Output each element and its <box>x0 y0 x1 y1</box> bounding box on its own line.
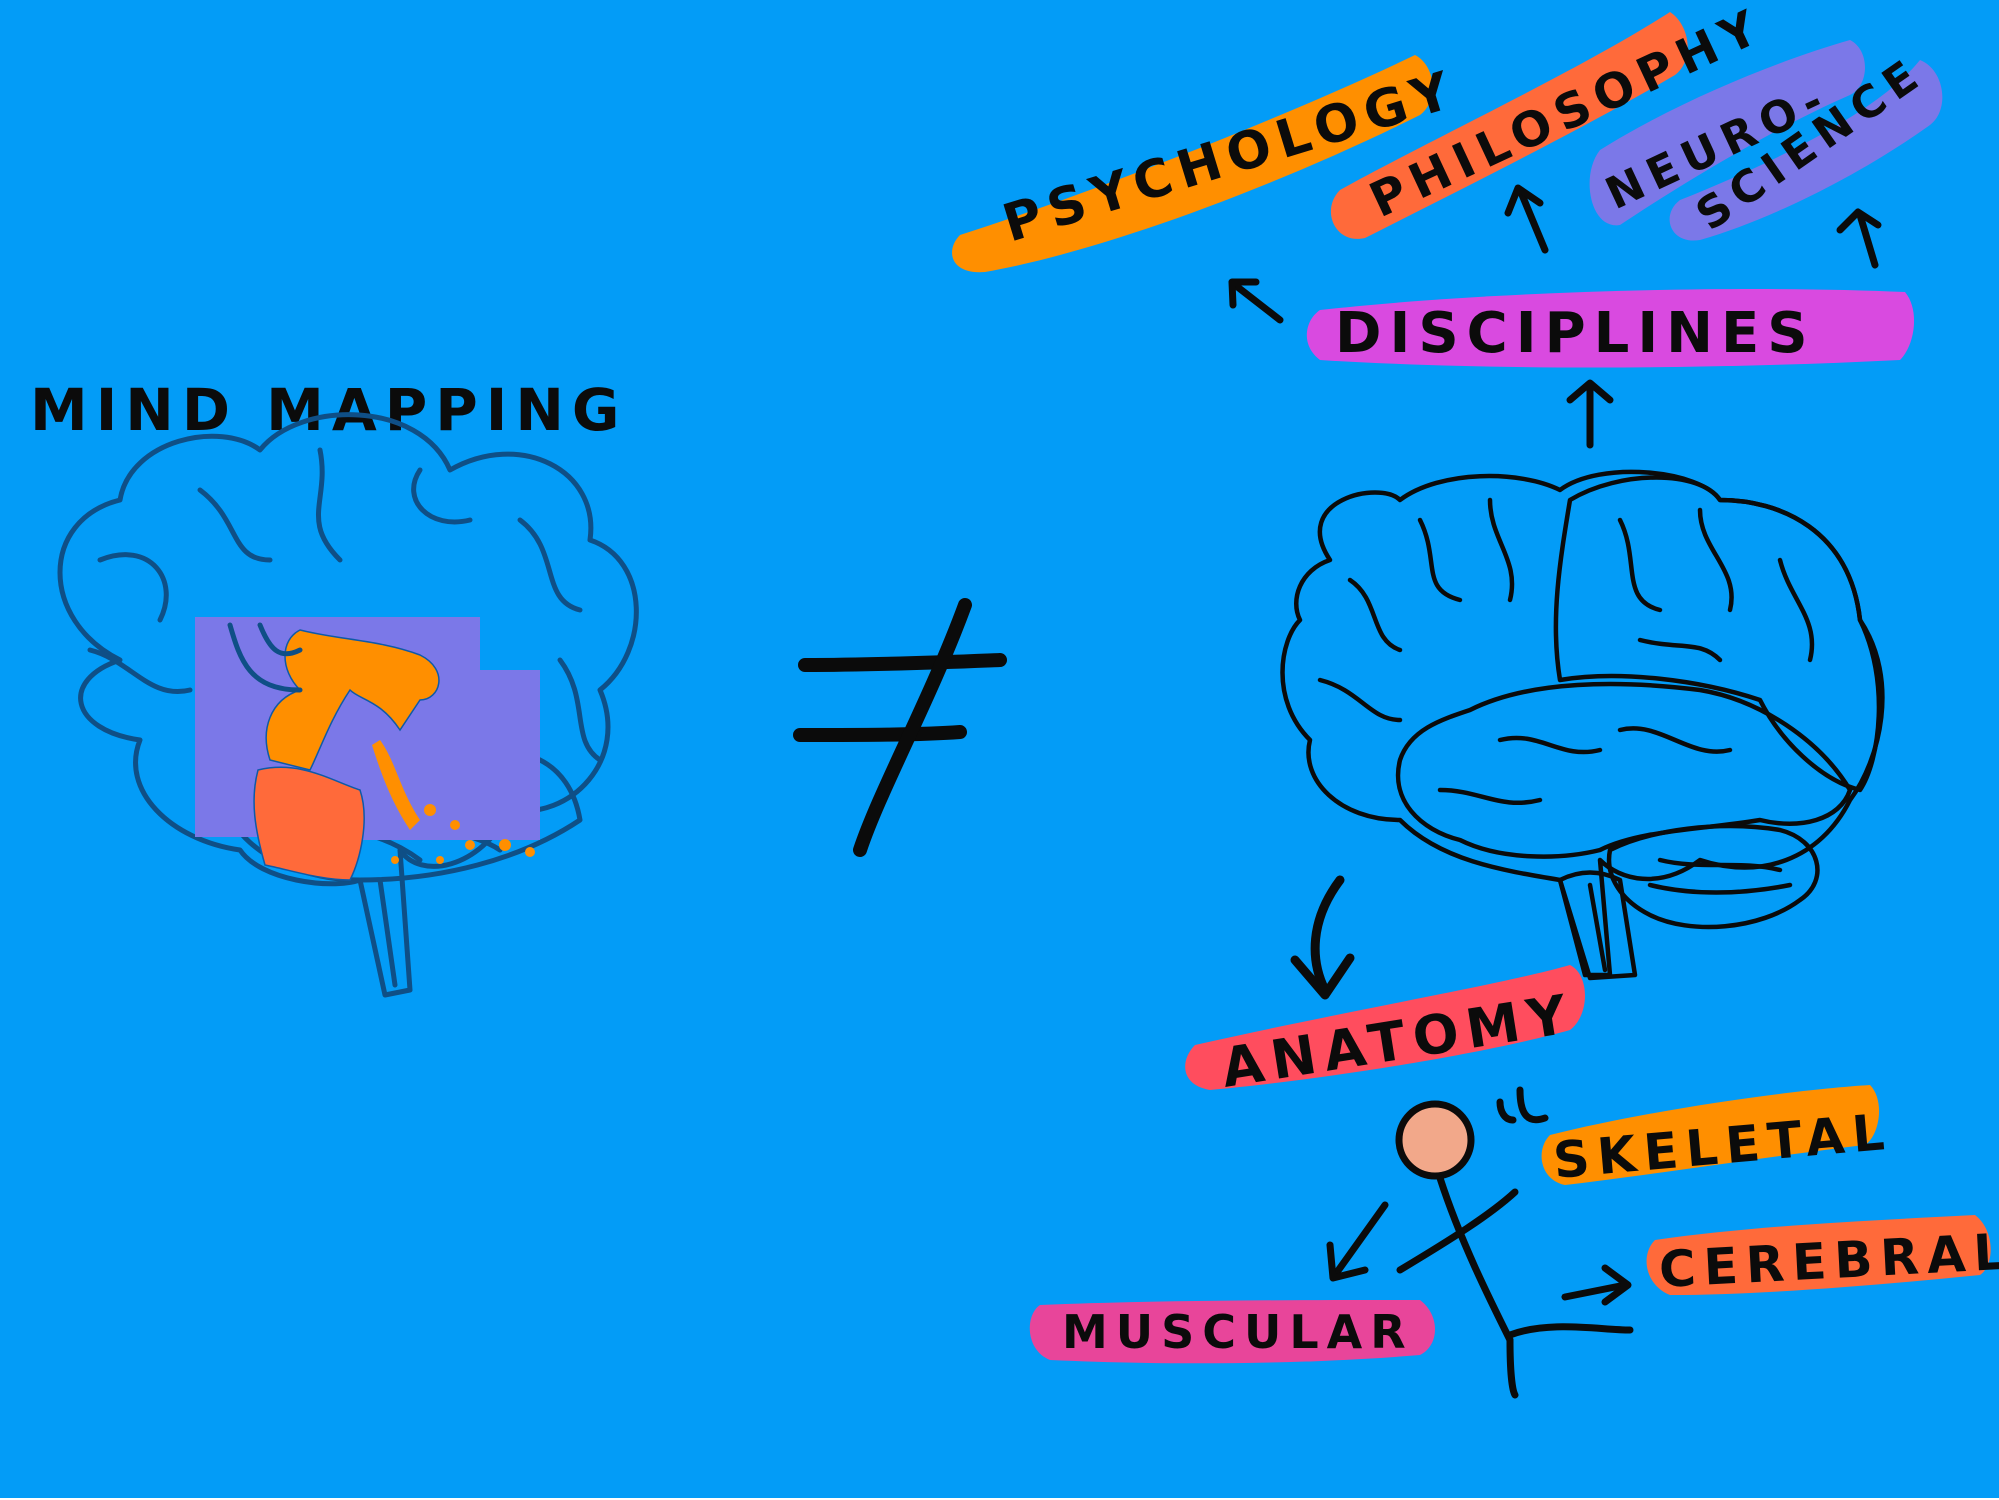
psychology-label: PSYCHOLOGY <box>996 59 1465 254</box>
mind-mapping-title: MIND MAPPING <box>30 376 628 444</box>
anatomy-label: ANATOMY <box>1217 982 1579 1100</box>
psychology-highlight <box>952 55 1433 273</box>
muscular-highlight <box>1029 1300 1435 1364</box>
muscular-label: MUSCULAR <box>1062 1305 1414 1359</box>
disciplines-highlight <box>1306 289 1915 368</box>
arrow-to-muscular <box>1331 1201 1389 1279</box>
neuroscience-highlight-2 <box>1669 60 1943 241</box>
anatomy-highlight <box>1185 965 1585 1090</box>
arrow-to-skeletal <box>1516 1086 1549 1124</box>
bottom-strip <box>0 1498 1999 1500</box>
neuroscience-highlight-1 <box>1589 40 1865 226</box>
philosophy-highlight <box>1330 12 1688 239</box>
arrow-to-cerebral <box>1561 1281 1629 1301</box>
not-equal-icon <box>793 598 1007 857</box>
arrow-to-neuroscience <box>1856 211 1879 269</box>
arrow-to-psychology <box>1231 281 1284 324</box>
right-brain-icon <box>1280 469 1885 981</box>
cerebral-highlight <box>1646 1215 1991 1295</box>
arrow-to-philosophy <box>1516 186 1549 254</box>
arrow-brain-to-anatomy <box>1310 875 1345 995</box>
stick-figure-icon <box>1395 1100 1634 1399</box>
disciplines-label: DISCIPLINES <box>1335 301 1816 366</box>
map-overlay-icon <box>195 617 540 881</box>
skeletal-highlight <box>1541 1085 1880 1185</box>
